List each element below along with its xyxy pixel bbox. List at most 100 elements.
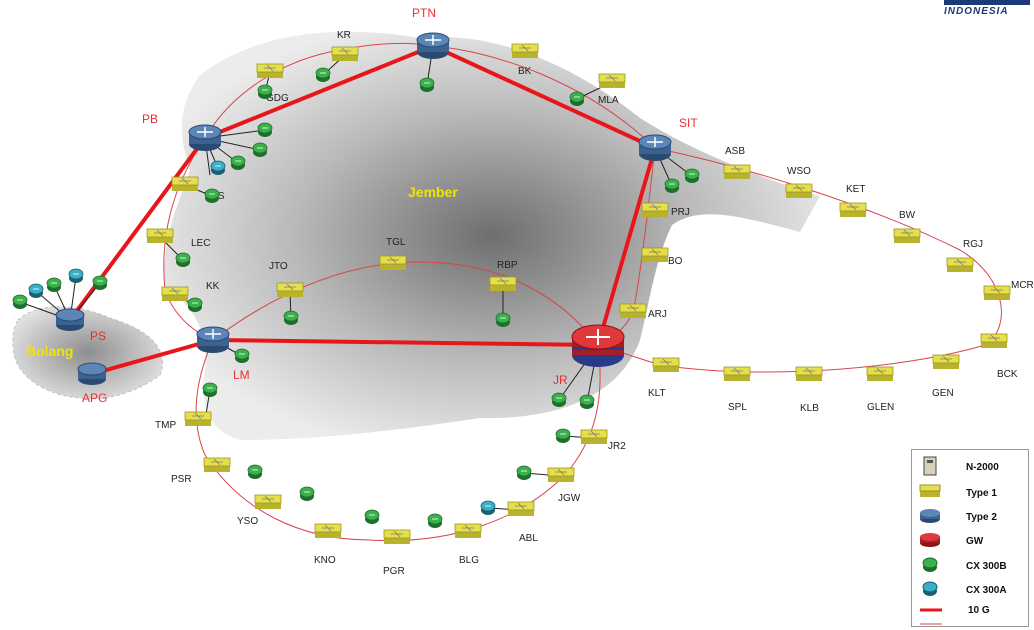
cx300b-node-29[interactable] [299,486,315,501]
site-klb[interactable] [795,366,823,381]
cx300b-node-13[interactable] [46,277,62,292]
site-mla[interactable] [598,73,626,88]
site-rbp[interactable] [489,276,517,291]
site-bk[interactable] [511,43,539,58]
cx300b-node-10[interactable] [187,297,203,312]
legend-label-cx300a: CX 300A [966,585,1007,596]
site-pgr[interactable] [383,529,411,544]
cx300a-node-14[interactable] [68,268,84,283]
region-jember-label: Jember [408,184,458,200]
cx300b-node-16[interactable] [234,348,250,363]
site-jto[interactable] [276,282,304,297]
hub-label-apg: APG [82,391,107,405]
site-prj[interactable] [641,202,669,217]
site-abl[interactable] [507,501,535,516]
site-blg[interactable] [454,523,482,538]
cx300b-node-24[interactable] [555,428,571,443]
site-kr[interactable] [331,46,359,61]
site-label-prj: PRJ [671,207,690,218]
brand-logo: INDONESIA [944,0,1030,17]
logo-text: INDONESIA [944,6,1009,17]
cx300b-node-25[interactable] [516,465,532,480]
cx300b-node-2[interactable] [419,77,435,92]
link-10g-sit-jr [596,146,657,347]
cx300b-node-8[interactable] [204,188,220,203]
site-label-lec: LEC [191,238,210,249]
site-wso[interactable] [785,183,813,198]
cx300b-node-18[interactable] [495,312,511,327]
cx300b-node-27[interactable] [427,513,443,528]
hub-pb[interactable] [188,124,222,151]
site-jr2[interactable] [580,429,608,444]
site-mcr[interactable] [983,285,1011,300]
cx300b-node-22[interactable] [684,168,700,183]
link-10g-pb-ptn [203,44,435,140]
cx300b-node-19[interactable] [551,392,567,407]
site-psr[interactable] [203,457,231,472]
cx300b-node-5[interactable] [252,142,268,157]
site-label-asb: ASB [725,146,745,157]
link-10g-lm-apg [90,338,215,376]
site-label-gen: GEN [932,388,954,399]
site-tmp[interactable] [184,411,212,426]
site-kno[interactable] [314,523,342,538]
site-label-bo: BO [668,256,683,267]
legend-label-n2000: N-2000 [966,462,999,473]
link-10g-pb-ps [68,136,207,322]
site-bw[interactable] [893,228,921,243]
site-gen[interactable] [932,354,960,369]
hub-lm[interactable] [196,326,230,353]
site-klt[interactable] [652,357,680,372]
hub-ptn[interactable] [416,32,450,59]
site-label-kk: KK [206,281,220,292]
site-label-rgj: RGJ [963,239,983,250]
hub-jr[interactable] [571,324,625,367]
cx300b-node-0[interactable] [257,84,273,99]
site-tgl[interactable] [379,255,407,270]
cx300b-node-3[interactable] [569,91,585,106]
hub-labels: PTN PB SIT LM PS APG JR [82,6,698,405]
cx300b-node-21[interactable] [664,178,680,193]
site-kk[interactable] [161,286,189,301]
site-bck[interactable] [980,333,1008,348]
site-label-ket: KET [846,184,865,195]
cx300b-node-9[interactable] [175,252,191,267]
hub-label-sit: SIT [679,116,698,130]
hub-apg[interactable] [77,362,107,385]
cx300b-node-15[interactable] [92,275,108,290]
site-asb[interactable] [723,164,751,179]
site-ket[interactable] [839,202,867,217]
cx300b-node-17[interactable] [283,310,299,325]
site-glen[interactable] [866,366,894,381]
cx300a-node-7[interactable] [210,160,226,175]
legend-graphics: N-2000 Type 1 Type 2 GW CX 300B CX 300A … [919,456,1007,625]
site-label-psr: PSR [171,474,192,485]
site-label-abl: ABL [519,533,538,544]
cx300b-node-1[interactable] [315,67,331,82]
cx300b-node-23[interactable] [202,382,218,397]
cx300b-node-30[interactable] [247,464,263,479]
site-yso[interactable] [254,494,282,509]
cx300b-node-28[interactable] [364,509,380,524]
site-tgs[interactable] [171,176,199,191]
cx300b-node-20[interactable] [579,394,595,409]
cx300a-node-26[interactable] [480,500,496,515]
site-arj[interactable] [619,303,647,318]
site-gdg[interactable] [256,63,284,78]
cx300b-node-11[interactable] [12,294,28,309]
hub-sit[interactable] [638,134,672,161]
site-bo[interactable] [641,247,669,262]
hub-label-lm: LM [233,368,250,382]
site-label-bw: BW [899,210,916,221]
site-rgj[interactable] [946,257,974,272]
site-spl[interactable] [723,366,751,381]
site-label-gdg: GDG [266,93,289,104]
cx300a-node-12[interactable] [28,283,44,298]
cx300b-node-4[interactable] [257,122,273,137]
hub-ps[interactable] [55,308,85,331]
site-lec[interactable] [146,228,174,243]
site-jgw[interactable] [547,467,575,482]
site-label-blg: BLG [459,555,479,566]
legend-label-type1: Type 1 [966,488,997,499]
cx300b-node-6[interactable] [230,155,246,170]
